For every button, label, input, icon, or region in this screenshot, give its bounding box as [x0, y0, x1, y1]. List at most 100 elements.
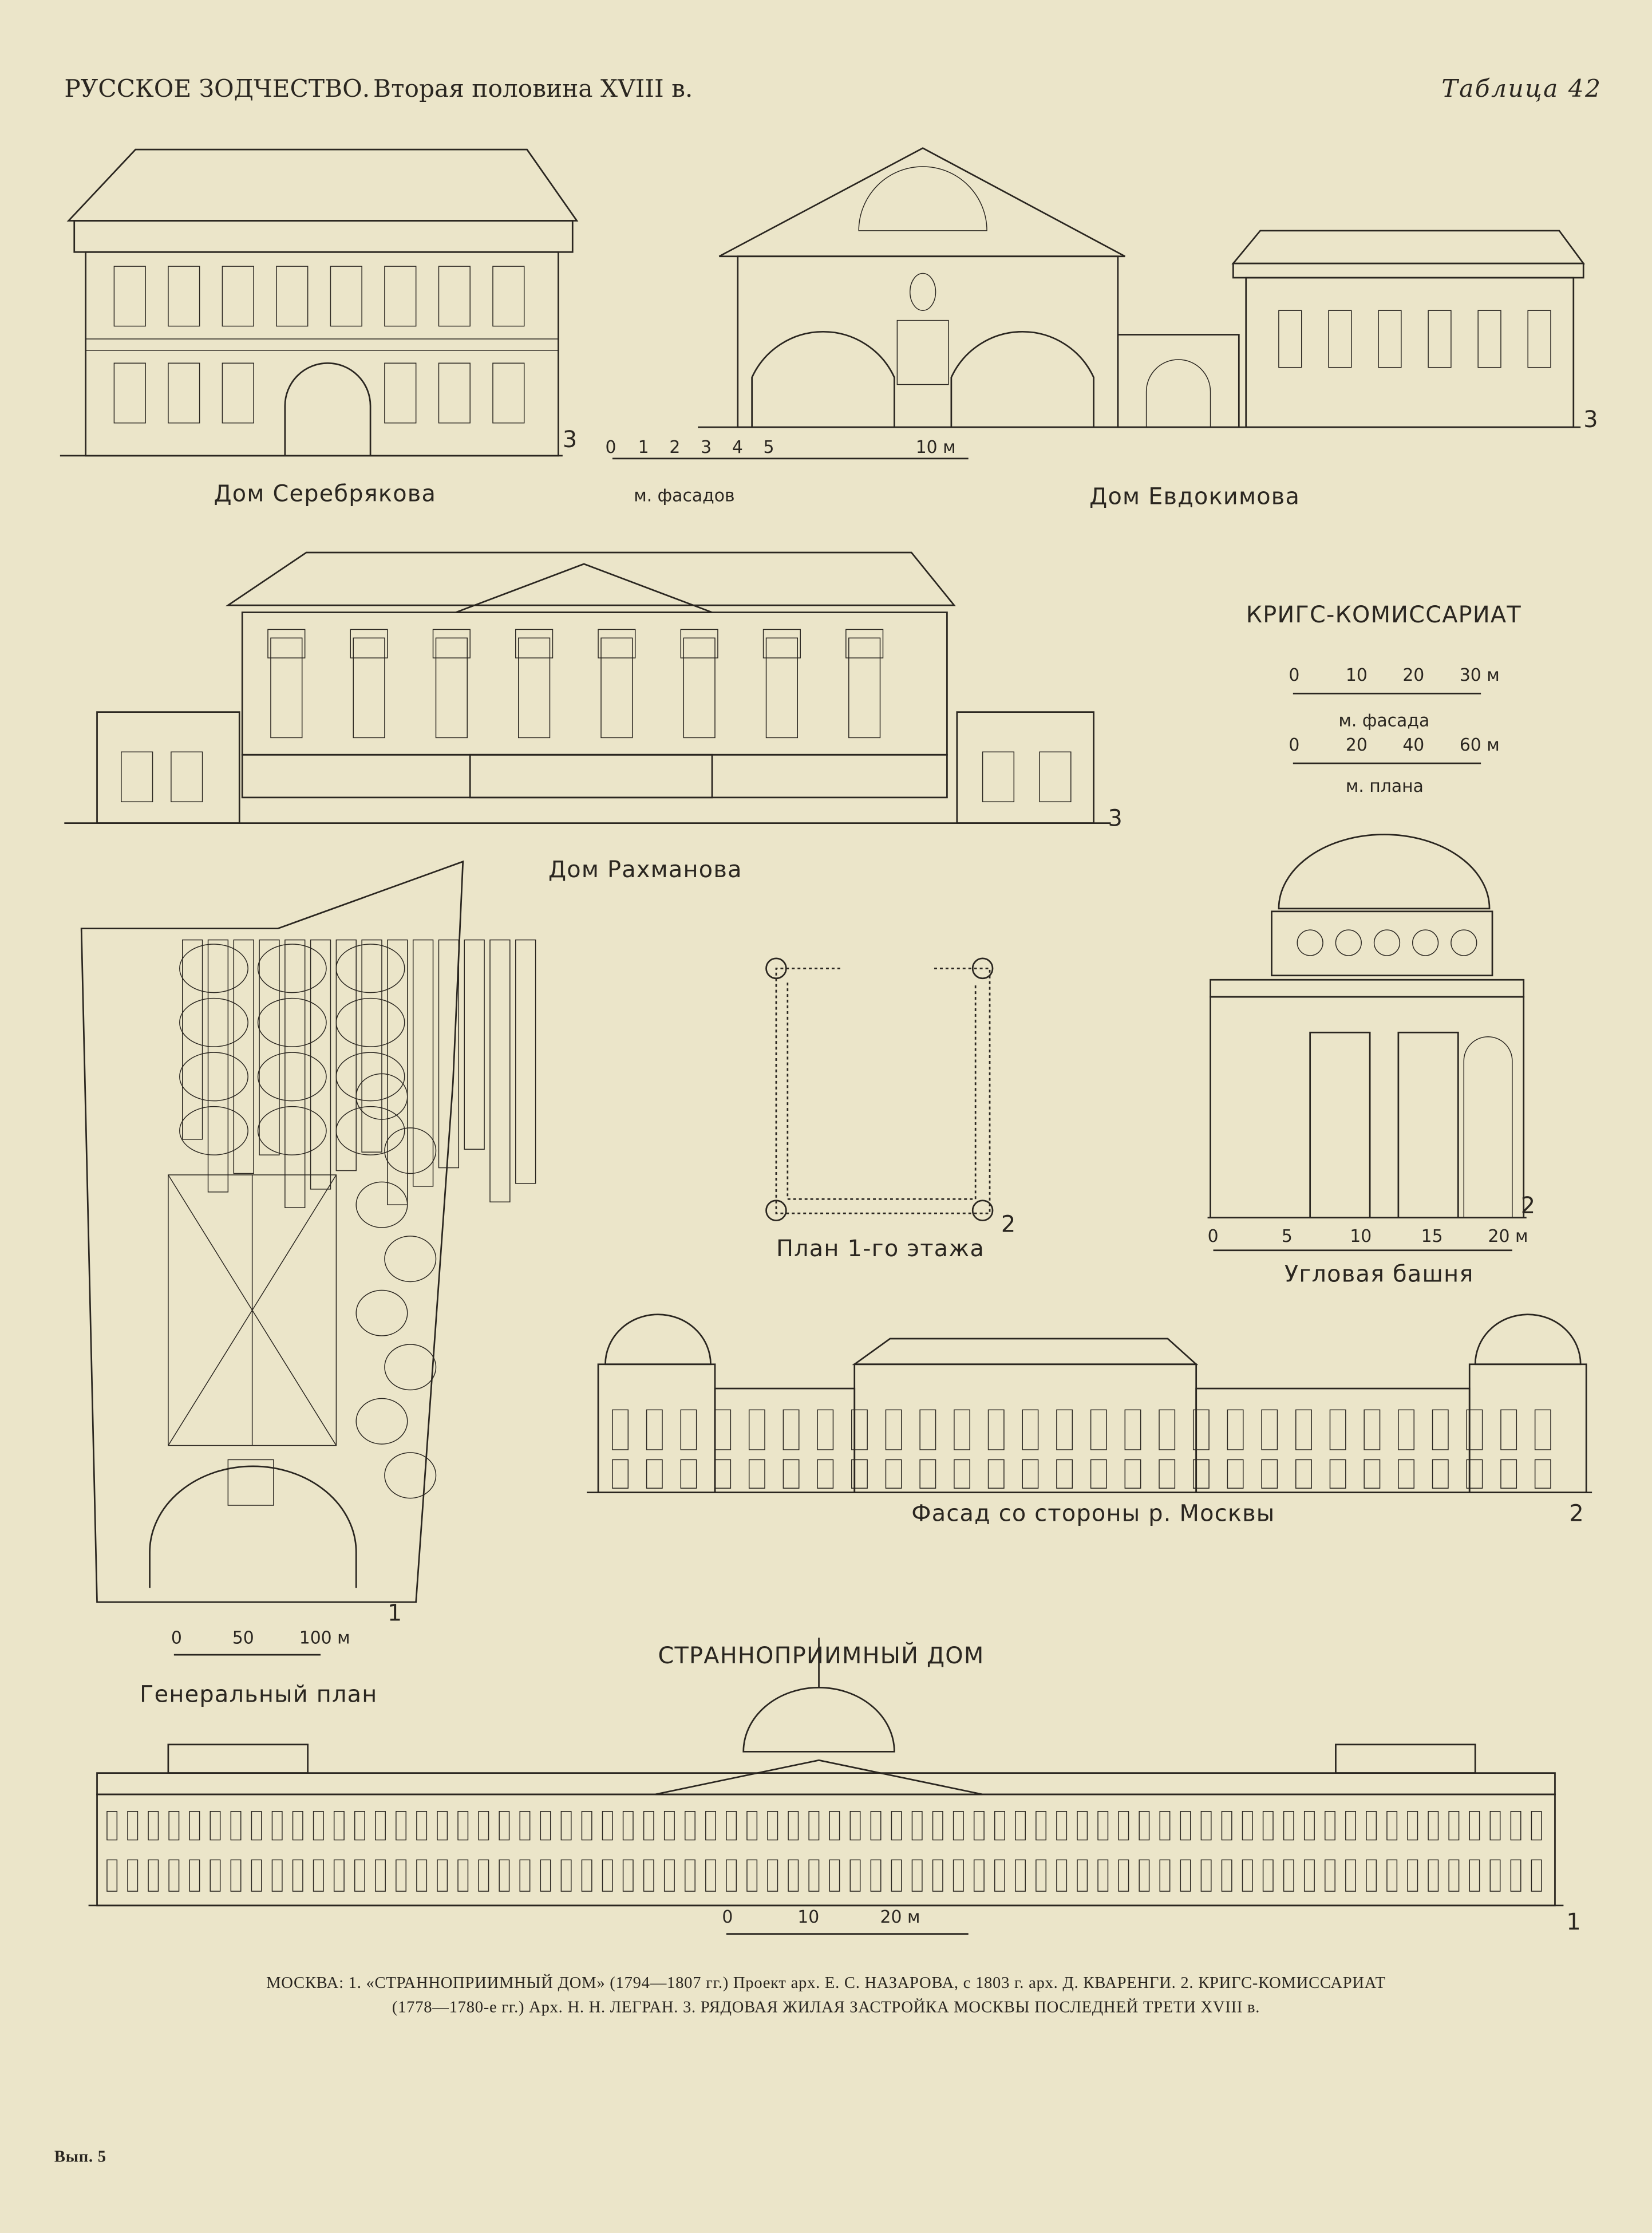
window	[416, 1859, 428, 1892]
window	[1077, 1811, 1088, 1841]
window	[663, 1811, 675, 1841]
window	[330, 266, 362, 327]
window	[492, 266, 525, 327]
scale-tick: 0	[1208, 1226, 1219, 1246]
window	[1428, 310, 1452, 368]
scale-tick: 1	[638, 437, 649, 457]
window	[350, 629, 388, 658]
window	[270, 637, 303, 739]
window	[829, 1811, 840, 1841]
window	[1448, 1811, 1460, 1841]
window	[1366, 1859, 1377, 1892]
window	[1090, 1459, 1107, 1489]
window	[313, 1811, 324, 1841]
garden-plot	[257, 944, 327, 993]
tower-number: 2	[1521, 1193, 1536, 1219]
window	[767, 1859, 778, 1892]
window	[1345, 1859, 1357, 1892]
window	[1303, 1859, 1315, 1892]
window	[106, 1811, 118, 1841]
window	[911, 1859, 923, 1892]
window	[1039, 751, 1072, 803]
window	[222, 266, 254, 327]
window	[885, 1459, 902, 1489]
window	[515, 939, 536, 1184]
window	[1036, 1811, 1047, 1841]
garden-plot	[335, 997, 405, 1047]
window	[1200, 1859, 1212, 1892]
window	[1527, 310, 1551, 368]
window	[994, 1811, 1005, 1841]
floor-plan-label: План 1-го этажа	[776, 1236, 985, 1262]
window	[891, 1811, 902, 1841]
window	[680, 1409, 697, 1450]
window	[560, 1859, 572, 1892]
plate-number: Таблица 42	[1441, 74, 1602, 102]
window	[168, 1811, 180, 1841]
window	[891, 1859, 902, 1892]
window	[911, 1811, 923, 1841]
window	[1015, 1811, 1026, 1841]
scale-tick: 50	[232, 1628, 254, 1648]
window	[148, 1811, 159, 1841]
window	[1386, 1811, 1398, 1841]
round-window	[1297, 929, 1323, 956]
window	[1283, 1859, 1294, 1892]
river-facade-elevation	[587, 1313, 1592, 1494]
window	[932, 1811, 943, 1841]
window	[714, 1459, 732, 1489]
window	[622, 1811, 634, 1841]
window	[492, 362, 525, 424]
window	[259, 939, 280, 1155]
garden-plot	[384, 1452, 437, 1499]
window	[515, 629, 554, 658]
window	[113, 266, 146, 327]
window	[817, 1459, 834, 1489]
window	[435, 637, 468, 739]
window	[973, 1811, 985, 1841]
window	[1448, 1859, 1460, 1892]
window	[612, 1459, 629, 1489]
window	[581, 1811, 592, 1841]
window	[848, 637, 881, 739]
scale-tick: 10 м	[916, 437, 956, 457]
window	[1466, 1409, 1483, 1450]
header-title: РУССКОЕ ЗОДЧЕСТВО.	[64, 74, 370, 102]
window	[1329, 1459, 1346, 1489]
window	[207, 939, 229, 1193]
window-details	[106, 266, 1551, 1892]
window	[457, 1859, 469, 1892]
scale-tick: 5	[764, 437, 774, 457]
window	[714, 1409, 732, 1450]
garden-plot	[335, 1052, 405, 1102]
window	[1056, 1459, 1073, 1489]
window	[870, 1859, 882, 1892]
window	[1139, 1811, 1150, 1841]
window	[581, 1859, 592, 1892]
window	[210, 1859, 221, 1892]
window	[1221, 1859, 1232, 1892]
krigs-plan-scale: 0 20 40 60 м м. плана	[1289, 735, 1499, 796]
round-window	[1412, 929, 1439, 956]
window	[1227, 1409, 1244, 1450]
window	[1180, 1811, 1191, 1841]
garden-plot	[257, 1052, 327, 1102]
window	[489, 939, 511, 1202]
window	[782, 1409, 800, 1450]
window	[1489, 1811, 1501, 1841]
window	[148, 1859, 159, 1892]
tower-label: Угловая башня	[1285, 1261, 1474, 1288]
window	[1531, 1811, 1542, 1841]
window	[851, 1409, 868, 1450]
window	[870, 1811, 882, 1841]
window	[333, 1859, 345, 1892]
window	[817, 1409, 834, 1450]
window	[438, 362, 471, 424]
window	[765, 637, 799, 739]
window	[748, 1409, 765, 1450]
scale-tick: 30 м	[1460, 665, 1500, 685]
window	[251, 1811, 262, 1841]
scale-tick: 10	[1350, 1226, 1372, 1246]
scale-tick: 40	[1402, 735, 1424, 755]
window	[1192, 1459, 1210, 1489]
